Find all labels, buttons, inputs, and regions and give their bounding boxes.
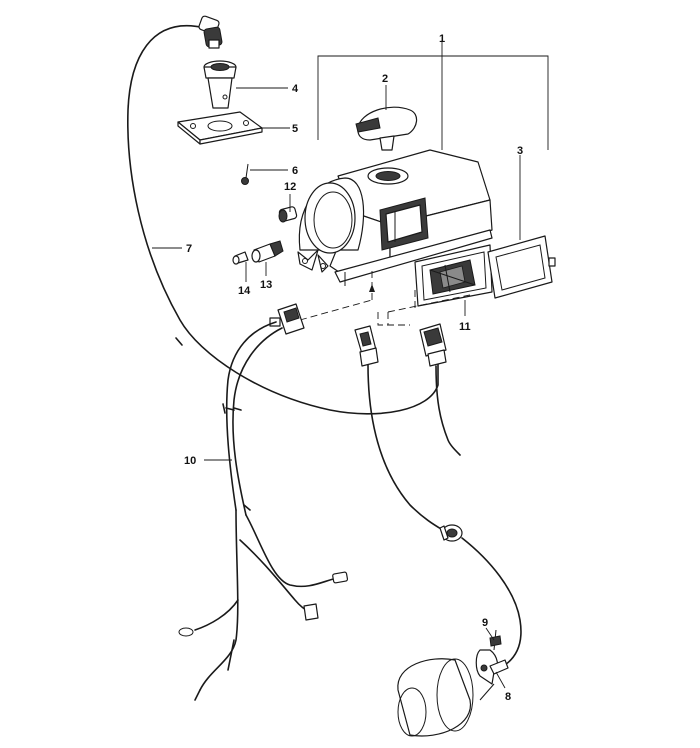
callout-6: 6 (292, 165, 298, 177)
cylinder-drum (397, 658, 474, 737)
control-module-11 (414, 244, 493, 307)
bulb-socket-13 (251, 240, 284, 263)
housing-1 (297, 149, 493, 286)
callout-10: 10 (184, 455, 196, 467)
module-connector-right (419, 323, 447, 367)
mounting-plate-5 (177, 111, 263, 145)
wiring-harness-10 (178, 321, 349, 701)
screw-9 (489, 629, 502, 651)
assembly-lines (299, 270, 471, 326)
callout-labels: 1 2 3 4 5 6 7 8 9 10 11 12 13 14 (184, 33, 523, 703)
callout-8: 8 (505, 691, 511, 703)
sensor-connector-center (354, 325, 379, 367)
callout-3: 3 (517, 145, 523, 157)
sensor-cable-7 (127, 15, 439, 415)
callout-14: 14 (238, 285, 251, 297)
cable-plug-top (198, 15, 223, 49)
plug-12 (278, 206, 298, 223)
callout-7: 7 (186, 243, 192, 255)
sensor-bracket-8 (475, 649, 509, 701)
bulb-14 (232, 251, 249, 265)
cable-grommet (439, 524, 463, 542)
cap-2 (355, 106, 418, 151)
callout-4: 4 (292, 83, 299, 95)
harness-connector-left (269, 303, 305, 335)
callout-2: 2 (382, 73, 388, 85)
indicator-lamp-4 (203, 60, 237, 109)
sensor-cable-8 (367, 364, 522, 701)
callout-13: 13 (260, 279, 272, 291)
leader-lines (152, 40, 549, 689)
callout-11: 11 (459, 321, 471, 333)
callout-12: 12 (284, 181, 296, 193)
screw-6 (241, 163, 249, 185)
callout-1: 1 (439, 33, 445, 45)
gasket-3 (487, 235, 556, 299)
callout-5: 5 (292, 123, 298, 135)
callout-9: 9 (482, 617, 488, 629)
